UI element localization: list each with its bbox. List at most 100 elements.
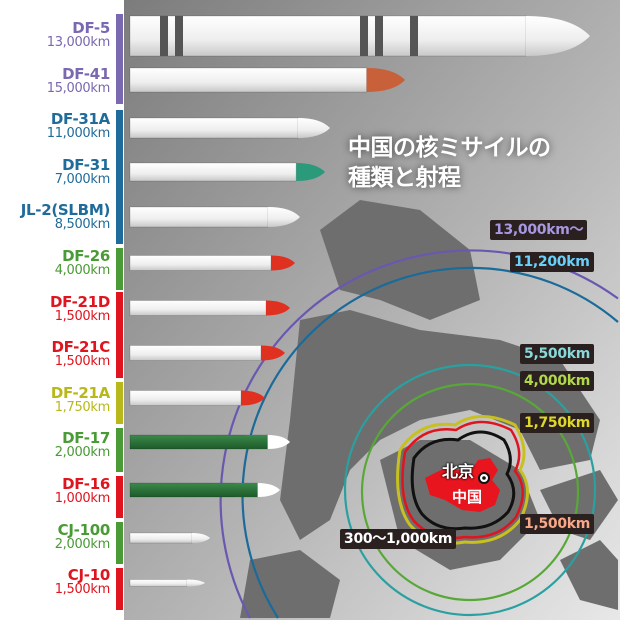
beijing-marker-dot xyxy=(482,476,486,480)
missile-name: DF-21C xyxy=(51,338,110,357)
missile-band xyxy=(160,16,168,56)
ring-label-1750km: 1,750km xyxy=(520,413,595,433)
china-label: 中国 xyxy=(452,488,483,506)
missile-name: DF-41 xyxy=(62,64,110,83)
missile-body xyxy=(129,532,193,544)
missile-section xyxy=(245,435,268,449)
missile-band xyxy=(410,16,418,56)
missile-body xyxy=(129,345,262,361)
missile-name: DF-16 xyxy=(62,475,110,493)
missile-body xyxy=(129,300,267,316)
missile-range: 8,500km xyxy=(54,217,111,233)
missile-df-17 xyxy=(129,434,290,450)
missile-range: 13,000km xyxy=(46,35,111,50)
ring-label-13000km: 13,000km〜 xyxy=(490,220,588,240)
beijing-label: 北京 xyxy=(442,462,475,481)
missile-range: 15,000km xyxy=(46,80,111,96)
missile-band xyxy=(175,16,183,56)
missile-cj-100 xyxy=(129,532,210,544)
ring-4000km xyxy=(360,382,580,602)
title-line-1: 中国の核ミサイルの xyxy=(348,135,551,161)
category-bar xyxy=(116,292,123,378)
missile-range: 1,500km xyxy=(54,582,111,598)
missile-nose xyxy=(192,533,210,543)
missile-cj-10 xyxy=(129,579,205,587)
missile-body xyxy=(129,162,297,182)
category-bar xyxy=(116,522,123,564)
missile-name: DF-21D xyxy=(50,292,110,311)
missile-nose xyxy=(267,435,290,449)
missile-nose xyxy=(366,68,405,92)
missile-name: DF-5 xyxy=(72,19,110,37)
missile-range: 2,000km xyxy=(54,445,111,461)
missile-df-26 xyxy=(129,255,295,271)
missile-range: 11,000km xyxy=(46,126,111,142)
ring-label-1500km: 1,500km xyxy=(520,514,595,534)
legend-row-jl-2-slbm-: JL-2(SLBM)8,500km xyxy=(0,201,111,233)
missile-nose xyxy=(271,255,295,271)
missile-range: 1,500km xyxy=(54,308,111,324)
missile-illustrations xyxy=(129,15,590,587)
missile-body xyxy=(129,206,269,228)
missile-name: JL-2(SLBM) xyxy=(20,201,111,220)
missile-nose xyxy=(261,345,285,361)
ring-1500km xyxy=(401,420,524,540)
ring-11200km xyxy=(241,266,619,619)
missile-name: DF-31 xyxy=(62,155,110,174)
missile-df-41 xyxy=(129,67,405,93)
ring-5500km xyxy=(343,363,597,617)
ring-1750km xyxy=(396,415,529,545)
missile-band xyxy=(360,16,368,56)
missile-df-21d xyxy=(129,300,290,316)
missile-range: 7,000km xyxy=(54,171,111,187)
missile-name: CJ-100 xyxy=(57,520,111,539)
category-bar xyxy=(116,428,123,472)
missile-nose xyxy=(526,16,590,56)
category-bar xyxy=(116,248,123,290)
china-shape xyxy=(425,458,500,512)
missile-range: 1,500km xyxy=(54,354,111,370)
category-bar xyxy=(116,568,123,610)
missile-section xyxy=(235,483,258,497)
missile-nose xyxy=(257,483,280,497)
missile-df-31a xyxy=(129,117,330,139)
missile-range: 4,000km xyxy=(54,263,111,278)
ring-label-300-1000km: 300〜1,000km xyxy=(340,529,457,549)
category-bar xyxy=(116,110,123,244)
page-title: 中国の核ミサイルの 種類と射程 xyxy=(348,133,551,193)
missile-body xyxy=(129,15,527,57)
missile-range: 1,000km xyxy=(54,491,111,506)
missile-nose xyxy=(266,300,290,316)
missile-band xyxy=(375,16,383,56)
missile-df-5 xyxy=(129,15,590,57)
missile-nose xyxy=(187,579,205,587)
missile-name: DF-17 xyxy=(62,429,110,448)
missile-range: 2,000km xyxy=(54,536,111,552)
missile-df-21c xyxy=(129,345,285,361)
category-bar xyxy=(116,476,123,518)
missile-nose xyxy=(268,207,300,227)
ring-label-5500km: 5,500km xyxy=(520,344,595,364)
title-line-2: 種類と射程 xyxy=(348,165,461,191)
category-bar xyxy=(116,14,123,104)
missile-name: CJ-10 xyxy=(67,566,111,585)
ring-1000km xyxy=(410,430,516,531)
missile-df-21a xyxy=(129,390,265,406)
ring-label-11200km: 11,200km xyxy=(510,252,594,272)
ring-label-4000km: 4,000km xyxy=(520,371,595,391)
missile-nose xyxy=(298,118,330,138)
category-bar xyxy=(116,382,123,424)
missile-jl-2-slbm- xyxy=(129,206,300,228)
